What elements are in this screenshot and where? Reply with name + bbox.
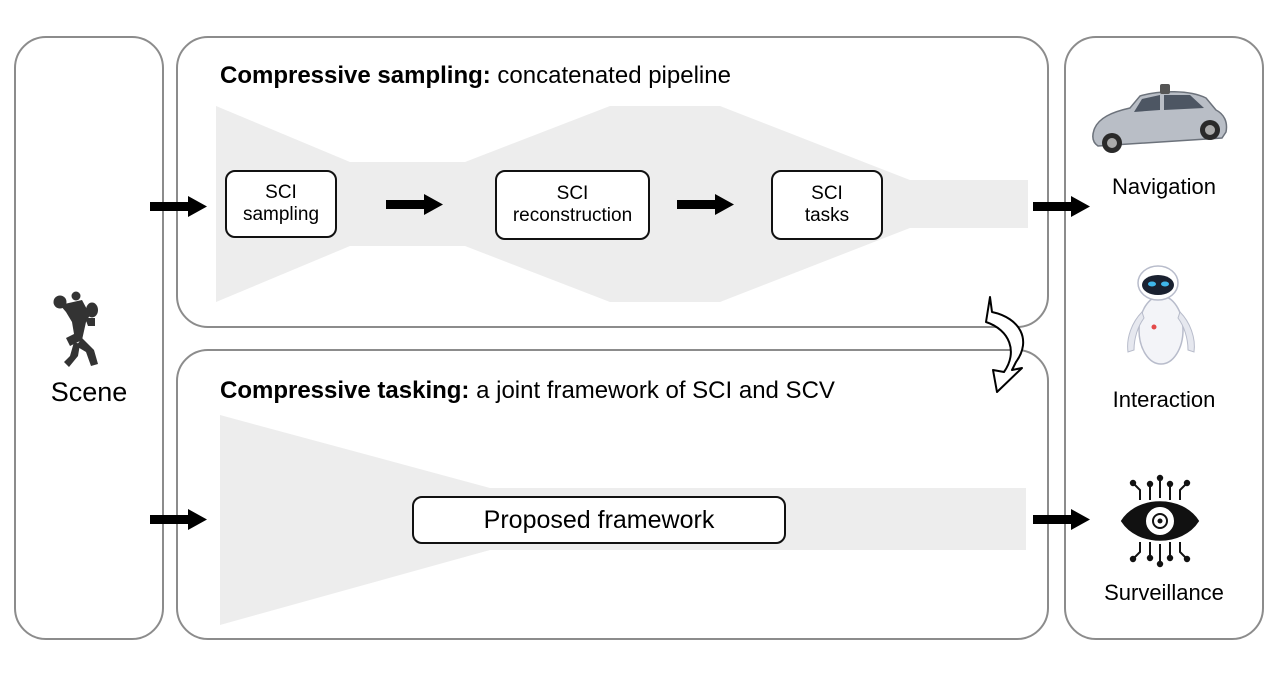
- output-arrow-bottom: [1033, 509, 1090, 530]
- sci-tasks-box: SCI tasks: [771, 170, 883, 240]
- arrow-sampling-to-reconstruction: [386, 194, 443, 215]
- sampling-title: Compressive sampling: concatenated pipel…: [220, 62, 731, 90]
- box-line2: sampling: [242, 204, 320, 225]
- arrow-reconstruction-to-tasks: [677, 194, 734, 215]
- scene-label: Scene: [50, 377, 128, 407]
- sci-sampling-box: SCI sampling: [225, 170, 337, 238]
- surveillance-label: Surveillance: [1104, 580, 1224, 605]
- box-line2: reconstruction: [512, 205, 633, 226]
- input-arrow-top: [150, 196, 207, 217]
- box-line1: SCI: [556, 183, 589, 204]
- tasking-title-rest: a joint framework of SCI and SCV: [469, 377, 835, 404]
- box-line1: SCI: [811, 183, 843, 204]
- navigation-label: Navigation: [1112, 174, 1216, 199]
- tasking-title-bold: Compressive tasking:: [220, 377, 470, 404]
- scene-panel: [14, 36, 164, 640]
- box-line2: tasks: [804, 205, 850, 226]
- robot-icon: [1127, 265, 1195, 365]
- curved-transition-arrow: [985, 296, 1025, 393]
- interaction-label: Interaction: [1112, 387, 1216, 412]
- sci-reconstruction-box: SCI reconstruction: [495, 170, 650, 240]
- box-line1: SCI: [265, 182, 297, 203]
- car-icon: [1092, 84, 1228, 153]
- input-arrow-bottom: [150, 509, 207, 530]
- tasking-title: Compressive tasking: a joint framework o…: [220, 377, 835, 405]
- proposed-framework-box: Proposed framework: [412, 496, 786, 544]
- sampling-title-rest: concatenated pipeline: [490, 62, 731, 89]
- output-arrow-top: [1033, 196, 1090, 217]
- sampling-title-bold: Compressive sampling:: [220, 62, 491, 89]
- eye-icon: [1120, 474, 1200, 568]
- dancing-person-icon: [53, 291, 98, 367]
- proposed-framework-label: Proposed framework: [483, 506, 715, 534]
